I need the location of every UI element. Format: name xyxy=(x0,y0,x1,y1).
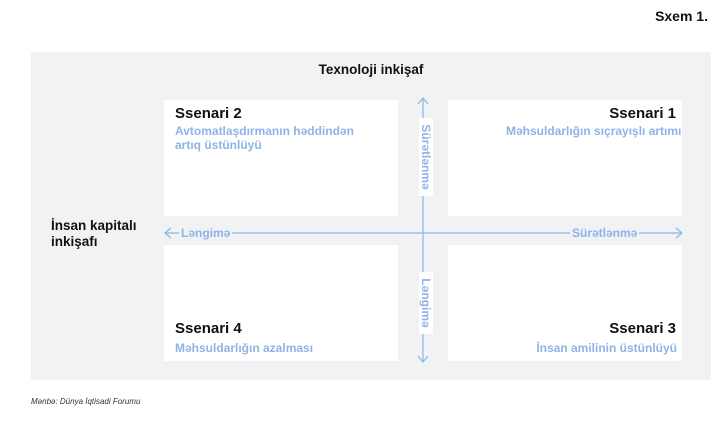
scenario-4-title: Ssenari 4 xyxy=(175,320,242,337)
scenario-2-desc: Avtomatlaşdırmanın həddindən artıq üstün… xyxy=(175,124,354,152)
scenario-2-box: Ssenari 2 Avtomatlaşdırmanın həddindən a… xyxy=(164,100,398,216)
axis-label-left: Ləngimə xyxy=(179,226,233,240)
figure-label: Sxem 1. xyxy=(655,8,708,24)
scenario-2-title: Ssenari 2 xyxy=(175,105,242,122)
scenario-3-desc: İnsan amilinin üstünlüyü xyxy=(536,341,677,355)
arrow-down-icon xyxy=(417,355,429,363)
horizontal-axis-title: İnsan kapitalı inkişafı xyxy=(51,218,137,249)
scenario-4-desc: Məhsuldarlığın azalması xyxy=(175,341,314,355)
vertical-axis-title: Texnoloji inkişaf xyxy=(318,62,424,77)
axis-label-right: Sürətlənmə xyxy=(570,226,640,240)
scenario-1-desc: Məhsuldarlığın sıçrayışlı artımı xyxy=(506,124,682,138)
axis-label-down: Ləngimə xyxy=(419,272,433,334)
scenario-1-box: Ssenari 1 Məhsuldarlığın sıçrayışlı artı… xyxy=(448,100,682,216)
arrow-right-icon xyxy=(675,227,683,239)
scenario-1-title: Ssenari 1 xyxy=(609,105,676,122)
scenario-3-box: Ssenari 3 İnsan amilinin üstünlüyü xyxy=(448,245,682,361)
source-note: Mənbə: Dünya İqtisadi Forumu xyxy=(31,397,141,406)
arrow-left-icon xyxy=(164,227,172,239)
axis-label-up: Sürətlənmə xyxy=(419,118,433,196)
scenario-3-title: Ssenari 3 xyxy=(609,320,676,337)
scenario-4-box: Ssenari 4 Məhsuldarlığın azalması xyxy=(164,245,398,361)
arrow-up-icon xyxy=(417,97,429,105)
